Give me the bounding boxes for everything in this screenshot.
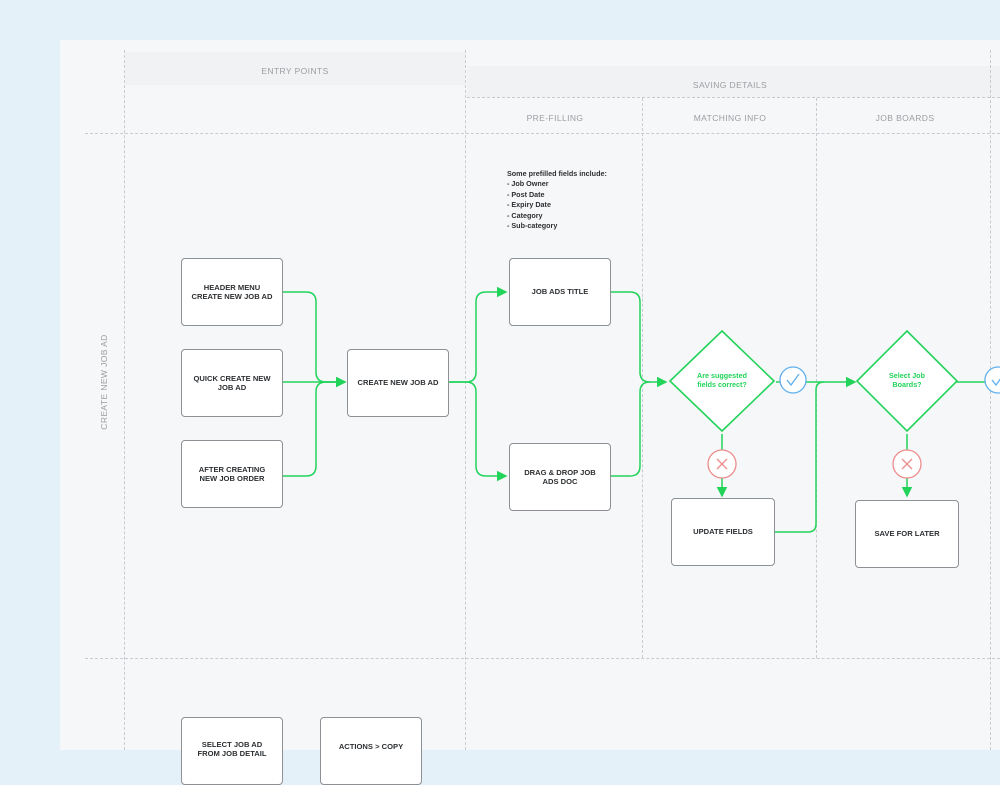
prefilled-fields-note: Some prefilled fields include: - Job Own… (507, 169, 607, 232)
lane-bottom-divider (85, 658, 1000, 659)
node-header-menu-create-new-job-ad[interactable]: HEADER MENU CREATE NEW JOB AD (181, 258, 283, 326)
note-item: - Job Owner (507, 179, 549, 189)
node-actions-copy[interactable]: ACTIONS > COPY (320, 717, 422, 785)
decision-select-job-boards-text: Select Job Boards? (889, 371, 925, 389)
no-cross-icon (892, 449, 922, 479)
decision-suggested-fields-text: Are suggested fields correct? (697, 371, 747, 389)
node-drag-drop-job-ads-doc[interactable]: DRAG & DROP JOB ADS DOC (509, 443, 611, 511)
note-heading: Some prefilled fields include: (507, 169, 607, 178)
note-item: - Category (507, 210, 543, 220)
connector-drag-to-decision (610, 381, 651, 477)
connector-title-to-decision (610, 291, 668, 388)
node-save-for-later[interactable]: SAVE FOR LATER (855, 500, 959, 568)
note-item: - Sub-category (507, 221, 558, 231)
connector-to-job-ads-title (449, 286, 508, 383)
pre-filling-header: PRE-FILLING (526, 113, 584, 123)
lane-top-divider (85, 133, 1000, 134)
node-after-creating-new-job-order[interactable]: AFTER CREATING NEW JOB ORDER (181, 440, 283, 508)
entry-points-header-band (125, 52, 465, 85)
yes-check-icon (779, 366, 807, 394)
matching-info-divider (816, 98, 817, 658)
flow-connectors (282, 286, 1000, 533)
yes-check-icon (984, 366, 1000, 394)
flow-diagram-board: ENTRY POINTS SAVING DETAILS PRE-FILLING … (60, 40, 1000, 785)
pre-filling-divider (642, 98, 643, 658)
matching-info-header: MATCHING INFO (693, 113, 767, 123)
entry-points-divider (465, 50, 466, 750)
node-select-job-ad-from-job-detail[interactable]: SELECT JOB AD FROM JOB DETAIL (181, 717, 283, 785)
entry-points-header: ENTRY POINTS (261, 66, 329, 76)
decision-diamond-select-job-boards (855, 329, 959, 433)
connector-after-creating (282, 381, 345, 477)
saving-details-header: SAVING DETAILS (692, 80, 768, 90)
saving-details-header-band (467, 66, 1000, 97)
connector-header-menu (282, 291, 347, 388)
connector-update-to-decision2 (774, 381, 825, 533)
lane-label-divider (124, 50, 125, 750)
node-create-new-job-ad[interactable]: CREATE NEW JOB AD (347, 349, 449, 417)
decision-diamond-suggested-fields (668, 329, 776, 433)
no-cross-icon (707, 449, 737, 479)
note-item: - Expiry Date (507, 200, 551, 210)
node-update-fields[interactable]: UPDATE FIELDS (671, 498, 775, 566)
job-boards-divider (990, 50, 991, 750)
connector-to-drag-drop (449, 381, 508, 482)
job-boards-header: JOB BOARDS (875, 113, 935, 123)
node-quick-create-new-job-ad[interactable]: QUICK CREATE NEW JOB AD (181, 349, 283, 417)
node-job-ads-title[interactable]: JOB ADS TITLE (509, 258, 611, 326)
saving-details-divider (467, 97, 1000, 98)
note-item: - Post Date (507, 189, 545, 199)
